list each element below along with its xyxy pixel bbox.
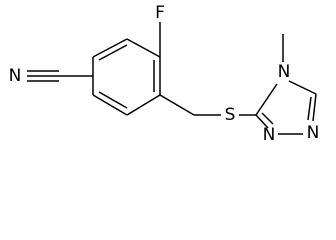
molecule-svg: F N S N N N <box>9 3 320 145</box>
double-bond-inner-2 <box>98 91 128 109</box>
atom-fluorine: F <box>155 3 165 23</box>
structure-diagram: F N S N N N <box>9 3 320 145</box>
atom-triazole-n1: N <box>263 125 276 145</box>
bond-c1-c2 <box>92 38 128 58</box>
bond-c6-c1 <box>126 38 161 58</box>
bond-c5-ch2 <box>159 94 195 116</box>
bond-c3t-n2-double <box>307 96 312 121</box>
triazole-ring <box>255 80 317 135</box>
atom-nitrile-n: N <box>9 66 22 86</box>
bond-n1-c5t-double <box>261 112 274 125</box>
bond-n1-c5t <box>255 114 269 129</box>
double-bond-inner-1 <box>98 44 128 61</box>
atom-triazole-n2: N <box>307 123 320 143</box>
atom-sulfur: S <box>225 105 236 125</box>
atom-n-methyl: N <box>278 62 291 82</box>
bond-n4-c3t <box>288 80 317 95</box>
bond-c4-c5 <box>126 94 161 116</box>
bond-c5t-n4 <box>255 83 278 116</box>
bond-c3t-n2 <box>312 93 317 122</box>
benzene-ring <box>92 38 161 116</box>
bond-c3-c4 <box>92 94 128 116</box>
